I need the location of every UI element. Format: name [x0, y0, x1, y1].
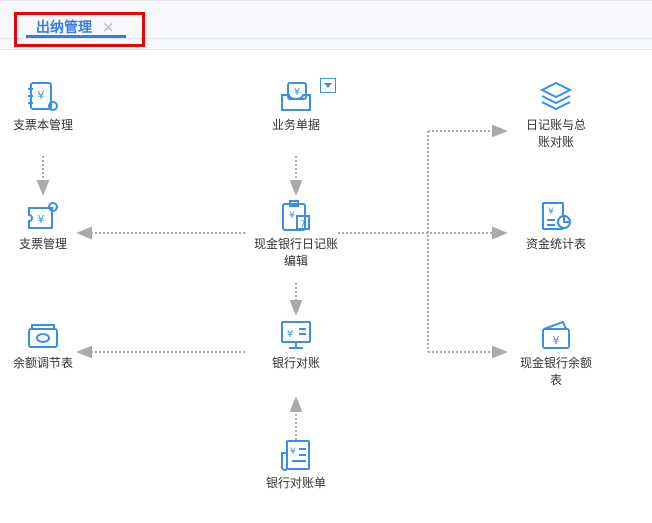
node-fund-statistics[interactable]: ¥ 资金统计表 — [501, 200, 611, 253]
node-cheque-management[interactable]: ¥ 支票管理 — [0, 200, 98, 253]
highlight-box — [14, 12, 145, 47]
svg-text:¥: ¥ — [553, 334, 560, 347]
journal-calendar-icon: ¥7 — [282, 200, 310, 231]
node-label: 日记账与总账对账 — [525, 118, 586, 149]
checkbook-icon: ¥ — [28, 82, 58, 111]
tab-label: 出纳管理 — [36, 20, 92, 36]
node-label: 业务单据 — [271, 118, 320, 132]
divider — [0, 38, 652, 39]
report-chart-icon: ¥ — [542, 202, 571, 230]
node-cash-bank-journal-edit[interactable]: ¥7 现金银行日记账编辑 — [241, 200, 351, 270]
active-tab-indicator — [26, 35, 126, 38]
svg-text:¥: ¥ — [38, 89, 45, 102]
node-label: 现金银行余额表 — [519, 356, 592, 387]
svg-text:¥: ¥ — [289, 211, 295, 221]
node-cash-bank-balance[interactable]: ¥ 现金银行余额表 — [501, 319, 611, 389]
node-label: 余额调节表 — [12, 356, 73, 370]
svg-text:¥: ¥ — [38, 213, 45, 226]
cheque-icon: ¥ — [28, 202, 58, 229]
business-docs-dropdown[interactable] — [320, 78, 336, 93]
document-tray-icon: ¥ — [281, 82, 311, 111]
node-label: 银行对账单 — [265, 476, 326, 490]
node-label: 现金银行日记账编辑 — [253, 237, 338, 268]
svg-text:7: 7 — [300, 220, 306, 230]
node-bank-statement[interactable]: ¥ 银行对账单 — [241, 439, 351, 492]
node-label: 资金统计表 — [525, 237, 586, 251]
layers-icon — [539, 81, 573, 111]
node-label: 银行对账 — [271, 356, 320, 370]
node-bank-reconciliation[interactable]: ¥ 银行对账 — [241, 319, 351, 372]
node-checkbook-management[interactable]: ¥ 支票本管理 — [0, 81, 98, 134]
cash-icon — [28, 324, 58, 348]
node-balance-adjustment[interactable]: 余额调节表 — [0, 319, 98, 372]
node-business-documents[interactable]: ¥ 业务单据 — [241, 81, 351, 134]
monitor-icon: ¥ — [281, 321, 311, 349]
tab-bar — [0, 0, 652, 50]
node-label: 支票本管理 — [12, 118, 73, 132]
close-icon[interactable]: × — [102, 18, 115, 36]
node-journal-ledger-reconcile[interactable]: 日记账与总账对账 — [501, 81, 611, 151]
node-label: 支票管理 — [18, 237, 67, 251]
wallet-icon: ¥ — [542, 320, 570, 349]
svg-text:¥: ¥ — [287, 329, 293, 340]
svg-text:¥: ¥ — [290, 447, 296, 457]
statement-icon: ¥ — [280, 440, 310, 471]
svg-text:¥: ¥ — [294, 87, 300, 98]
tab-cashier-management[interactable]: 出纳管理 × — [26, 14, 115, 40]
svg-text:¥: ¥ — [548, 207, 554, 217]
